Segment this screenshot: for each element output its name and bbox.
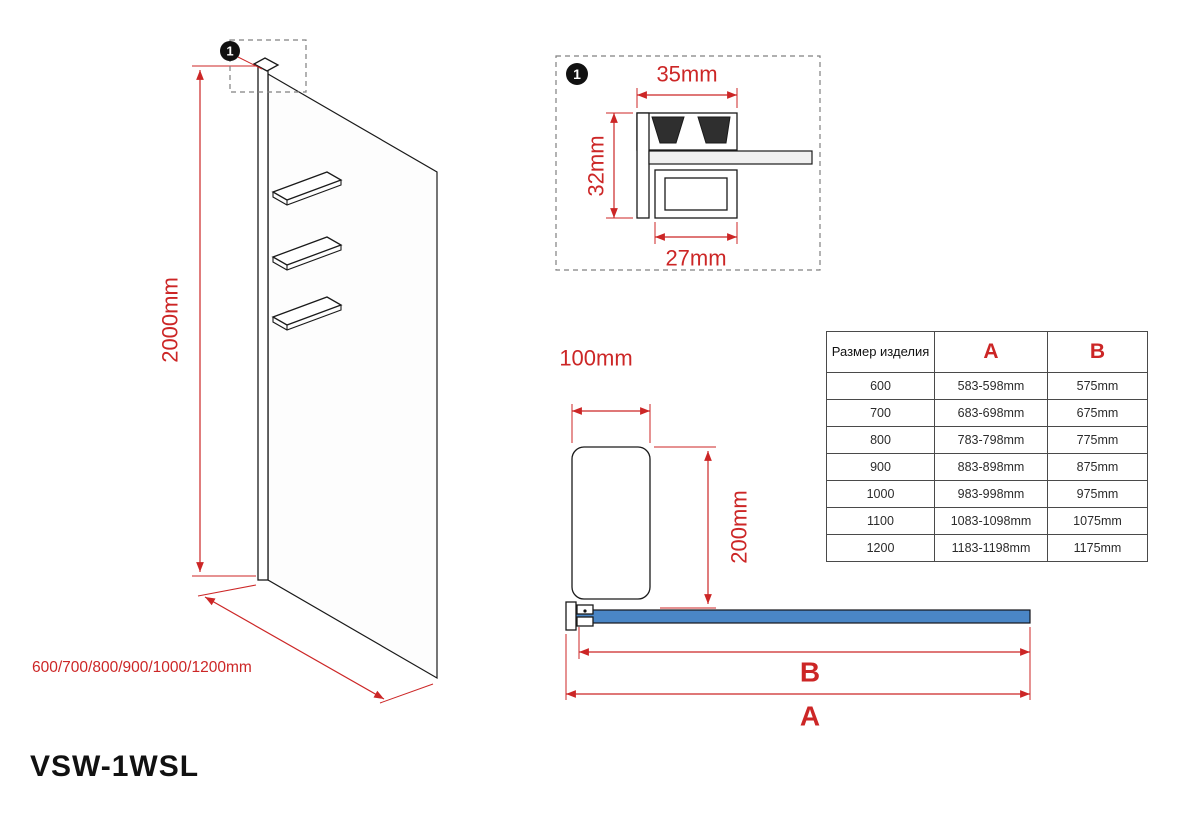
model-title: VSW-1WSL bbox=[30, 750, 200, 783]
size-table-header-a: A bbox=[934, 331, 1048, 373]
profile-width-label: 100mm bbox=[559, 346, 632, 371]
profile-slot-right bbox=[697, 116, 731, 144]
size-table-header-row: Размер изделия A B bbox=[826, 331, 1148, 373]
detail-clamp-width-dimension: 27mm bbox=[654, 222, 738, 271]
profile-height-dimension: 200mm bbox=[654, 446, 752, 609]
cell-size: 1100 bbox=[826, 507, 935, 535]
wall-profile-face bbox=[571, 446, 651, 600]
dim-b-label: B bbox=[800, 657, 820, 688]
cell-b: 675mm bbox=[1047, 399, 1148, 427]
cell-b: 1075mm bbox=[1047, 507, 1148, 535]
glass-panel-outline bbox=[267, 72, 438, 680]
detail-callout: 1 bbox=[220, 39, 307, 93]
dim-a-label: A bbox=[800, 701, 820, 732]
cell-b: 875mm bbox=[1047, 453, 1148, 481]
detail-height-label: 32mm bbox=[584, 135, 609, 196]
profile-slot-left bbox=[651, 116, 685, 144]
table-row: 900 883-898mm 875mm bbox=[826, 453, 1148, 481]
cell-size: 1000 bbox=[826, 480, 935, 508]
profile-cross-section bbox=[636, 112, 813, 219]
profile-clamp-cavity bbox=[664, 177, 728, 211]
shelf-2 bbox=[271, 236, 343, 271]
wall-bracket-hardware bbox=[565, 601, 594, 631]
table-row: 600 583-598mm 575mm bbox=[826, 372, 1148, 400]
table-row: 1000 983-998mm 975mm bbox=[826, 480, 1148, 508]
detail-view: 1 35mm 3 bbox=[555, 55, 821, 271]
detail-view-marker-number: 1 bbox=[573, 66, 581, 82]
detail-top-width-label: 35mm bbox=[656, 62, 717, 87]
width-dimension: 600/700/800/900/1000/1200mm bbox=[32, 584, 434, 704]
cell-size: 900 bbox=[826, 453, 935, 481]
table-row: 800 783-798mm 775mm bbox=[826, 426, 1148, 454]
cell-a: 1183-1198mm bbox=[934, 534, 1048, 562]
detail-view-border bbox=[555, 55, 821, 271]
table-row: 700 683-698mm 675mm bbox=[826, 399, 1148, 427]
front-view: 2000mm 600/700/800/900/1000/1200mm 1 bbox=[32, 39, 438, 704]
size-table-header-b: B bbox=[1047, 331, 1148, 373]
shelf-1 bbox=[271, 171, 343, 206]
profile-width-dimension: 100mm bbox=[559, 346, 651, 443]
size-table: Размер изделия A B 600 583-598mm 575mm 7… bbox=[826, 331, 1148, 562]
size-table-header-size: Размер изделия bbox=[826, 331, 935, 373]
glass-edge-section bbox=[648, 150, 813, 165]
detail-height-dimension: 32mm bbox=[584, 112, 633, 219]
cell-b: 775mm bbox=[1047, 426, 1148, 454]
cell-size: 800 bbox=[826, 426, 935, 454]
cell-a: 1083-1098mm bbox=[934, 507, 1048, 535]
wall-profile-top-cap bbox=[252, 57, 280, 72]
cell-a: 783-798mm bbox=[934, 426, 1048, 454]
shelf-3 bbox=[271, 296, 343, 331]
glass-panel-plan bbox=[574, 609, 1031, 624]
height-dim-label: 2000mm bbox=[158, 277, 183, 363]
cell-a: 583-598mm bbox=[934, 372, 1048, 400]
profile-left-wall bbox=[636, 112, 650, 219]
table-row: 1200 1183-1198mm 1175mm bbox=[826, 534, 1148, 562]
detail-top-width-dimension: 35mm bbox=[636, 62, 738, 108]
cell-a: 883-898mm bbox=[934, 453, 1048, 481]
detail-view-marker-circle bbox=[566, 63, 588, 85]
cell-size: 700 bbox=[826, 399, 935, 427]
detail-clamp-width-label: 27mm bbox=[665, 246, 726, 271]
dim-b: B bbox=[578, 627, 1031, 700]
detail-marker-number: 1 bbox=[226, 44, 233, 59]
profile-height-label: 200mm bbox=[727, 490, 752, 563]
cell-a: 983-998mm bbox=[934, 480, 1048, 508]
height-dimension: 2000mm bbox=[158, 65, 256, 577]
dim-a: A bbox=[565, 634, 1030, 732]
cell-b: 975mm bbox=[1047, 480, 1148, 508]
detail-marker-circle bbox=[220, 41, 240, 61]
table-row: 1100 1083-1098mm 1075mm bbox=[826, 507, 1148, 535]
wall-profile-post bbox=[257, 65, 269, 581]
cell-b: 1175mm bbox=[1047, 534, 1148, 562]
side-view: 100mm 200mm B bbox=[559, 346, 1031, 732]
width-options-label: 600/700/800/900/1000/1200mm bbox=[32, 659, 252, 676]
cell-size: 1200 bbox=[826, 534, 935, 562]
cell-a: 683-698mm bbox=[934, 399, 1048, 427]
cell-b: 575mm bbox=[1047, 372, 1148, 400]
cell-size: 600 bbox=[826, 372, 935, 400]
